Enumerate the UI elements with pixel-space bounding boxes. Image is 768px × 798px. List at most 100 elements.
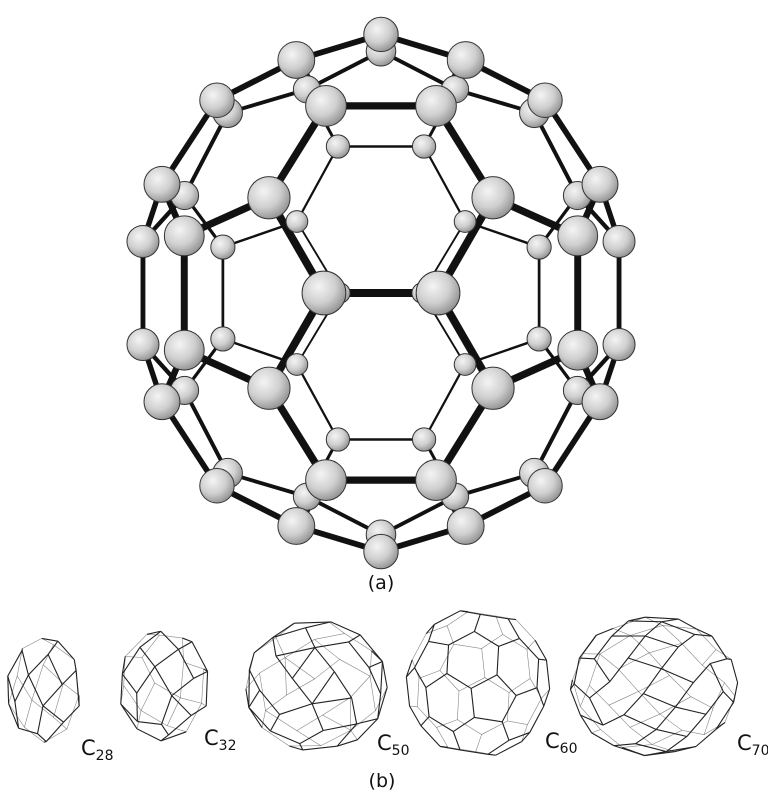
- cage-edge: [180, 697, 202, 704]
- cage-edge: [16, 648, 23, 676]
- label-c28: C28: [81, 736, 114, 764]
- cage-edge: [734, 682, 738, 696]
- label-c70: C70: [737, 731, 768, 759]
- cage-edge: [426, 625, 448, 634]
- cage-edge: [305, 621, 331, 629]
- cage-edge: [724, 695, 736, 723]
- cage-edge: [253, 637, 274, 654]
- cage-edge: [136, 710, 142, 729]
- cage-edge: [665, 736, 688, 753]
- cage-edge: [608, 704, 631, 728]
- carbon-atom: [305, 85, 347, 127]
- cage-edge: [296, 730, 321, 746]
- cage-edge: [304, 627, 316, 648]
- cage-edge: [28, 654, 49, 676]
- cage-edge: [405, 676, 411, 707]
- cage-edge: [724, 682, 736, 697]
- cage-edge: [18, 727, 38, 735]
- carbon-atom: [557, 329, 599, 371]
- cage-edge: [715, 721, 726, 730]
- cage-edge: [541, 688, 550, 699]
- cage-edge: [481, 720, 508, 735]
- carbon-atom: [471, 366, 515, 410]
- cage-edge: [618, 668, 639, 692]
- cage-edge: [496, 674, 517, 696]
- cage-edge: [359, 634, 383, 662]
- cage-edge: [661, 668, 694, 684]
- cage-edge: [31, 699, 54, 718]
- cage-edge: [43, 728, 67, 743]
- cage-edge: [248, 707, 271, 732]
- cage-edge: [428, 716, 454, 732]
- cage-edge: [722, 691, 735, 703]
- cage-edge: [630, 625, 663, 636]
- fullerene-c70-drawing: [569, 616, 739, 757]
- cage-edge: [123, 685, 142, 711]
- cage-edge: [599, 653, 619, 670]
- cage-edge: [21, 650, 29, 676]
- carbon-atom: [325, 134, 351, 159]
- cage-edge: [473, 614, 481, 632]
- cage-edge: [270, 730, 300, 745]
- cage-edge: [623, 693, 644, 716]
- cage-edge: [425, 687, 430, 717]
- cage-edge: [602, 714, 625, 726]
- cage-edge: [705, 691, 724, 715]
- carbon-atom: [305, 459, 347, 501]
- cage-edge: [507, 618, 520, 639]
- cage-edge: [580, 714, 604, 726]
- cage-edge: [286, 678, 315, 696]
- cage-edge: [136, 728, 162, 742]
- cage-edge: [205, 671, 209, 706]
- cage-edge: [638, 691, 661, 715]
- cage-edge: [160, 695, 173, 725]
- cage-edge: [41, 637, 58, 642]
- cage-edge: [380, 661, 383, 694]
- cage-edge: [447, 746, 476, 752]
- cage-edge: [425, 673, 448, 689]
- carbon-atom: [363, 533, 399, 570]
- carbon-atom: [453, 210, 477, 233]
- cage-edge: [166, 697, 181, 726]
- cage-edge: [168, 715, 192, 736]
- cage-edge: [589, 697, 604, 726]
- cage-edge: [265, 694, 287, 711]
- cage-edge: [377, 693, 382, 719]
- cage-edge: [121, 647, 141, 675]
- carbon-atom: [277, 507, 316, 545]
- cage-edge: [648, 652, 670, 676]
- cage-edge: [180, 662, 184, 698]
- cage-edge: [146, 630, 161, 635]
- panel-b-caption: (b): [369, 770, 396, 792]
- cage-edge: [314, 641, 349, 649]
- carbon-atom: [446, 507, 485, 545]
- cage-edge: [715, 649, 732, 660]
- cage-edge: [428, 640, 449, 646]
- cage-edge: [521, 732, 531, 743]
- cage-edge: [314, 639, 340, 660]
- cage-edge: [291, 678, 313, 705]
- cage-edge: [381, 661, 388, 688]
- cage-edge: [709, 663, 724, 692]
- cage-edge: [190, 705, 207, 716]
- cage-edge: [37, 733, 47, 742]
- cage-edge: [140, 682, 155, 711]
- carbon-atom: [210, 234, 236, 260]
- cage-edge: [666, 745, 697, 753]
- cage-edge: [333, 671, 353, 699]
- cage-edge: [328, 621, 345, 634]
- cage-edge: [291, 647, 316, 679]
- cage-edge: [591, 732, 615, 747]
- cage-edge: [42, 684, 63, 707]
- cage-edge: [314, 659, 340, 680]
- cage-edge: [53, 683, 64, 718]
- cage-edge: [272, 637, 277, 657]
- cage-edge: [593, 658, 611, 682]
- cage-edge: [448, 630, 475, 646]
- cage-edge: [701, 649, 717, 666]
- cage-edge: [686, 713, 707, 737]
- cage-edge: [498, 638, 520, 647]
- cage-edge: [182, 637, 193, 643]
- cage-edge: [375, 687, 388, 711]
- cage-edge: [573, 657, 580, 684]
